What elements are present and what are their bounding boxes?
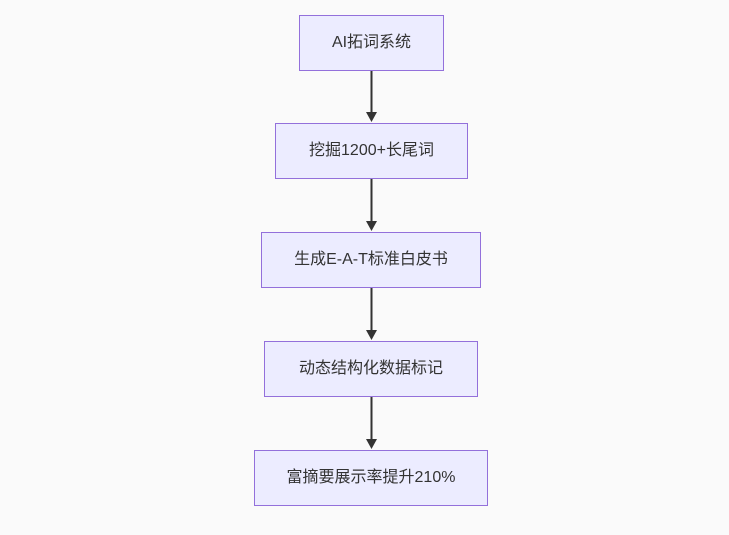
flow-arrow-3-to-4 <box>366 288 377 340</box>
arrowhead-down-icon <box>366 330 377 340</box>
flow-node-mine-longtail-keywords: 挖掘1200+长尾词 <box>275 123 468 179</box>
node-label: 挖掘1200+长尾词 <box>309 142 434 160</box>
node-label: 生成E-A-T标准白皮书 <box>294 251 448 269</box>
flow-node-ai-word-expansion-system: AI拓词系统 <box>299 15 444 71</box>
flow-arrow-1-to-2 <box>366 71 377 122</box>
flow-node-dynamic-structured-data-markup: 动态结构化数据标记 <box>264 341 478 397</box>
node-label: 动态结构化数据标记 <box>298 360 443 378</box>
flow-arrow-2-to-3 <box>366 179 377 231</box>
flow-node-rich-snippet-rate-increase: 富摘要展示率提升210% <box>254 450 488 506</box>
arrowhead-down-icon <box>366 439 377 449</box>
node-label: 富摘要展示率提升210% <box>286 469 456 487</box>
flow-arrow-4-to-5 <box>366 397 377 449</box>
node-label: AI拓词系统 <box>331 34 412 52</box>
arrowhead-down-icon <box>366 221 377 231</box>
arrowhead-down-icon <box>366 112 377 122</box>
flow-node-generate-eat-whitepaper: 生成E-A-T标准白皮书 <box>261 232 481 288</box>
